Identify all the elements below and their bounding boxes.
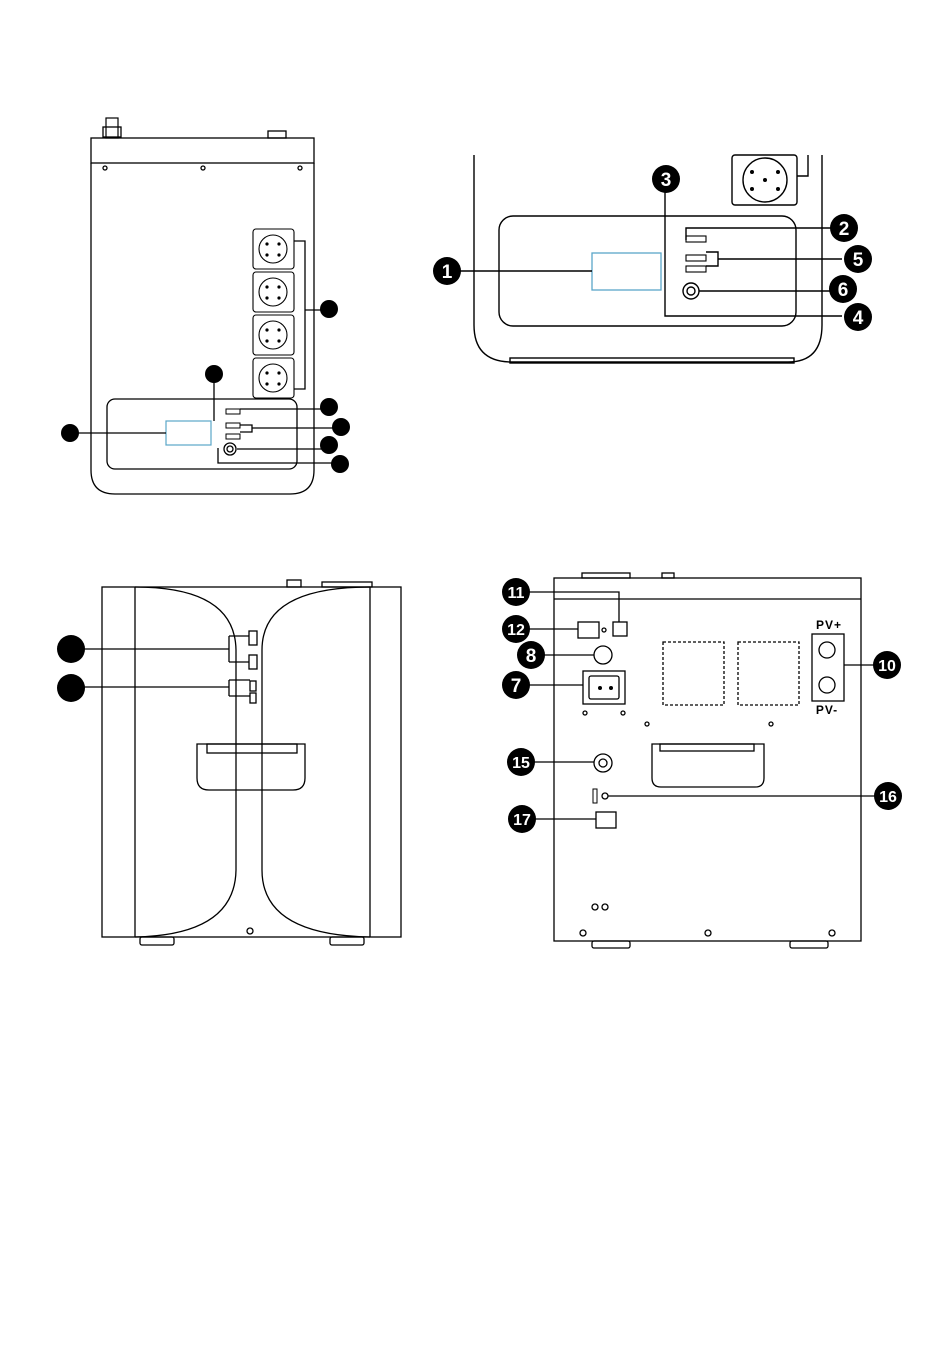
callout-10: 10 <box>873 651 901 679</box>
callout-4: 4 <box>844 303 872 331</box>
callout-number: 6 <box>838 280 849 301</box>
callout-dot <box>331 455 349 473</box>
pv-plus-label: PV+ <box>816 618 842 632</box>
socket-outlets <box>253 229 294 398</box>
front-view-callout-dots <box>61 300 350 473</box>
side-view <box>72 580 401 945</box>
front-panel-detail <box>448 155 842 363</box>
callout-11: 11 <box>502 578 530 606</box>
callout-2: 2 <box>830 214 858 242</box>
callout-number: 8 <box>526 646 537 667</box>
callout-dot <box>57 674 85 702</box>
callout-dot <box>320 300 338 318</box>
pv-minus-label: PV- <box>816 703 838 717</box>
callout-15: 15 <box>507 748 535 776</box>
callout-16: 16 <box>874 782 902 810</box>
callout-dot <box>320 398 338 416</box>
callout-5: 5 <box>844 245 872 273</box>
callout-number: 15 <box>512 755 530 772</box>
callout-number: 7 <box>511 676 522 697</box>
front-view <box>70 118 341 494</box>
callout-dot <box>61 424 79 442</box>
callout-number: 2 <box>839 219 850 240</box>
callout-number: 12 <box>507 622 525 639</box>
callout-number: 5 <box>853 250 864 271</box>
callout-8: 8 <box>517 641 545 669</box>
callout-17: 17 <box>508 805 536 833</box>
callout-number: 16 <box>879 789 897 806</box>
callout-number: 4 <box>853 308 864 329</box>
callout-7: 7 <box>502 671 530 699</box>
callout-dot <box>205 365 223 383</box>
side-view-callout-dots <box>57 635 85 702</box>
callout-dot <box>332 418 350 436</box>
callout-3: 3 <box>652 165 680 193</box>
callout-6: 6 <box>829 275 857 303</box>
callout-number: 1 <box>442 262 453 283</box>
callout-number: 17 <box>513 812 531 829</box>
callout-number: 10 <box>878 658 896 675</box>
callout-12: 12 <box>502 615 530 643</box>
callout-number: 3 <box>661 170 672 191</box>
callout-number: 11 <box>508 585 525 602</box>
callout-dot <box>57 635 85 663</box>
callout-dot <box>320 436 338 454</box>
callout-1: 1 <box>433 257 461 285</box>
